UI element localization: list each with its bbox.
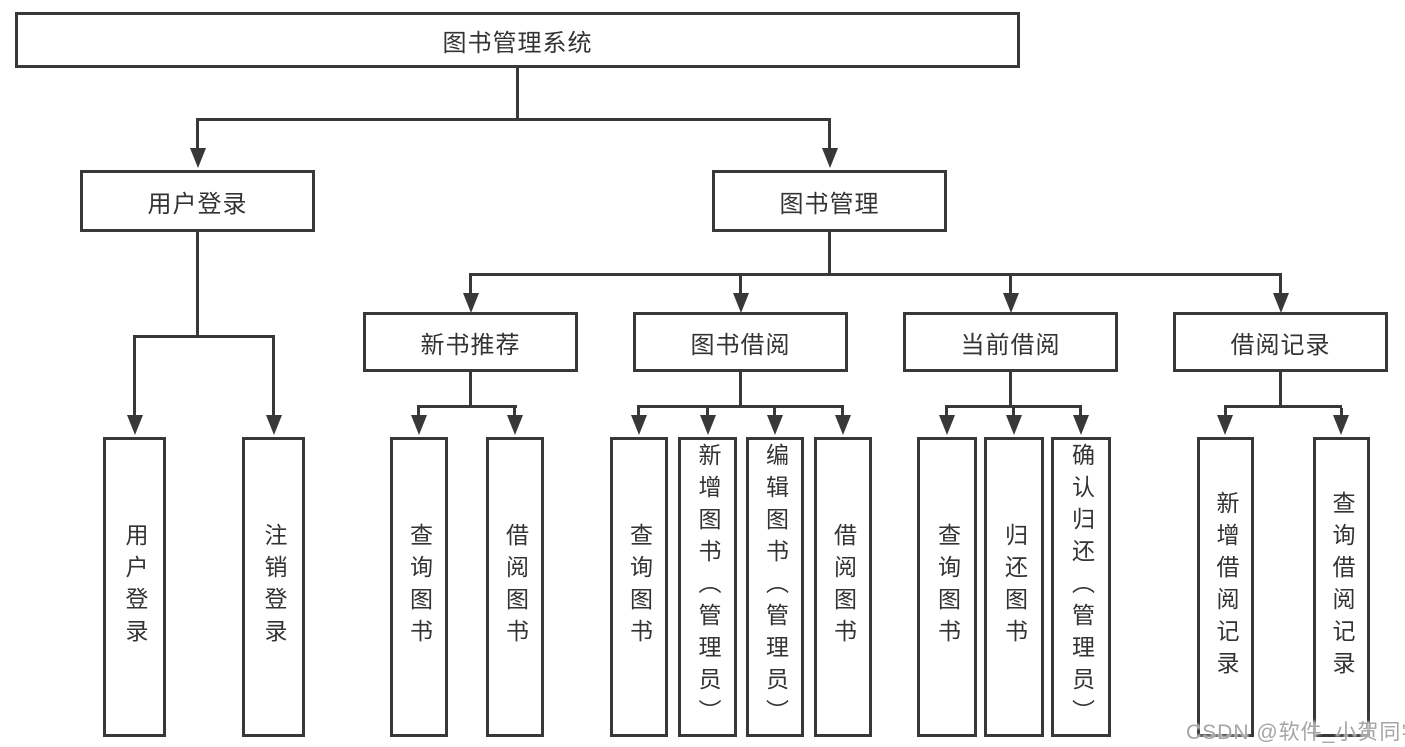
arrow-down-icon [1273,293,1289,313]
connector-line [828,232,831,276]
node-label: 借阅记录 [1230,331,1331,359]
connector-line [196,118,831,121]
connector-line [945,408,948,417]
leaf-label: 注销登录 [261,523,287,651]
connector-line [469,372,472,408]
leaf-label: 借阅图书 [502,523,529,651]
connector-line [828,121,831,148]
connector-line [1079,408,1082,417]
connector-line [1009,276,1012,295]
arrow-down-icon [266,415,282,435]
node-user-login: 用户登录 [80,170,315,232]
connector-line [1012,408,1015,417]
leaf-logout: 注销登录 [242,437,305,737]
leaf-label: 新增图书（管理员） [695,443,721,731]
node-current-borrow: 当前借阅 [903,312,1118,372]
connector-line [841,408,844,417]
leaf-query-books-current: 查询图书 [917,437,977,737]
arrow-down-icon [507,415,523,435]
arrow-down-icon [1217,415,1233,435]
connector-line [1279,276,1282,295]
leaf-label: 借阅图书 [830,523,857,651]
connector-line [739,276,742,295]
arrow-down-icon [1073,415,1089,435]
arrow-down-icon [939,415,955,435]
leaf-label: 编辑图书（管理员） [762,443,789,731]
connector-line [513,408,516,417]
arrow-down-icon [700,415,716,435]
connector-line [469,273,1282,276]
node-book-borrow: 图书借阅 [633,312,848,372]
node-label: 新书推荐 [420,331,521,359]
leaf-label: 查询图书 [626,523,653,651]
node-label: 图书管理系统 [442,29,593,57]
leaf-label: 用户登录 [122,523,148,651]
leaf-query-borrow-record: 查询借阅记录 [1313,437,1370,737]
arrow-down-icon [733,293,749,313]
leaf-add-book-admin: 新增图书（管理员） [678,437,737,737]
connector-line [196,121,199,148]
arrow-down-icon [190,148,206,168]
leaf-borrow-books-recommend: 借阅图书 [486,437,544,737]
connector-line [469,276,472,295]
leaf-confirm-return-admin: 确认归还（管理员） [1051,437,1111,737]
node-borrow-records: 借阅记录 [1173,312,1388,372]
connector-line [739,372,742,408]
connector-line [1279,372,1282,408]
connector-line [1009,372,1012,408]
connector-line [773,408,776,417]
arrow-down-icon [127,415,143,435]
arrow-down-icon [767,415,783,435]
leaf-return-book: 归还图书 [984,437,1044,737]
arrow-down-icon [631,415,647,435]
connector-line [272,338,275,415]
arrow-down-icon [822,148,838,168]
node-label: 当前借阅 [960,331,1061,359]
node-label: 图书管理 [779,190,880,218]
connector-line [133,335,275,338]
leaf-label: 新增借阅记录 [1213,491,1239,683]
connector-line [1224,405,1342,408]
watermark: CSDN @软件_小贺同学 [1186,721,1405,744]
arrow-down-icon [1333,415,1349,435]
connector-line [706,408,709,417]
leaf-label: 确认归还（管理员） [1068,443,1095,731]
connector-line [417,408,420,417]
leaf-query-books-recommend: 查询图书 [390,437,448,737]
arrow-down-icon [835,415,851,435]
connector-line [1224,408,1227,417]
leaf-add-borrow-record: 新增借阅记录 [1197,437,1254,737]
connector-line [1340,408,1343,417]
connector-line [196,232,199,338]
connector-line [417,405,517,408]
node-label: 用户登录 [147,190,248,218]
leaf-label: 查询图书 [406,523,433,651]
node-system-root: 图书管理系统 [15,12,1020,68]
node-book-management: 图书管理 [712,170,947,232]
connector-line [516,68,519,121]
arrow-down-icon [1003,293,1019,313]
leaf-label: 归还图书 [1001,523,1028,651]
leaf-edit-book-admin: 编辑图书（管理员） [746,437,804,737]
leaf-user-login: 用户登录 [103,437,166,737]
node-label: 图书借阅 [690,331,791,359]
leaf-borrow-books: 借阅图书 [814,437,872,737]
leaf-query-books-borrow: 查询图书 [610,437,668,737]
arrow-down-icon [463,293,479,313]
node-new-book-recommend: 新书推荐 [363,312,578,372]
leaf-label: 查询借阅记录 [1329,491,1355,683]
connector-line [637,405,844,408]
connector-line [133,338,136,415]
leaf-label: 查询图书 [934,523,961,651]
connector-line [945,405,1082,408]
connector-line [637,408,640,417]
arrow-down-icon [1006,415,1022,435]
arrow-down-icon [411,415,427,435]
